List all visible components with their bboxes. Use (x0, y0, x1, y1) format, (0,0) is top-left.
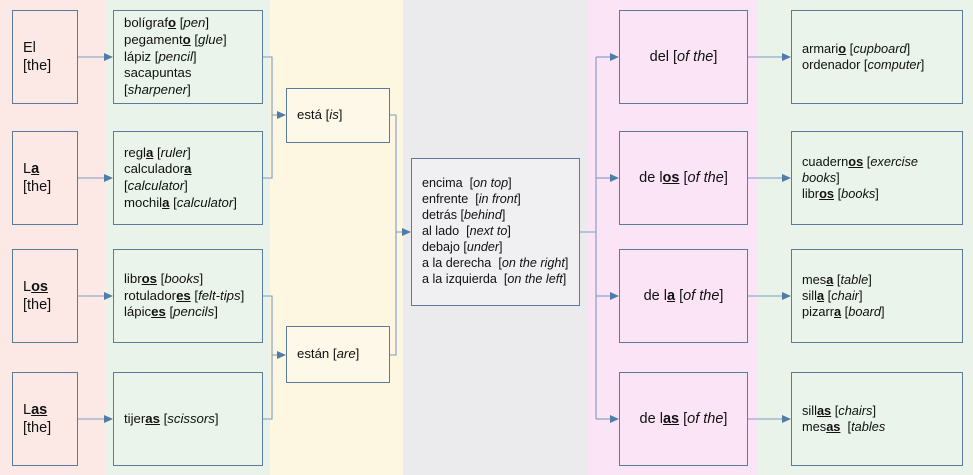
object-box-fem-plural[interactable]: sillas [chairs]mesas [tables (791, 372, 963, 466)
preposition-list: encima [on top]enfrente [in front]detrás… (422, 176, 569, 286)
noun-list-fem-singular: regla [ruler]calculadora [calculator]moc… (124, 144, 237, 210)
article-label-los: Los [the] (23, 278, 52, 313)
object-list-fem-plural: sillas [chairs]mesas [tables (802, 402, 886, 434)
preposition-box[interactable]: encima [on top]enfrente [in front]detrás… (411, 158, 580, 306)
article-box-las[interactable]: Las [the] (12, 372, 78, 466)
object-box-fem-singular[interactable]: mesa [table]silla [chair]pizarra [board] (791, 249, 963, 343)
noun-box-fem-plural[interactable]: tijeras [scissors] (113, 372, 263, 466)
article-label-la: La [the] (23, 160, 52, 195)
contraction-label-del: del [of the] (649, 48, 718, 65)
noun-list-masc-plural: libros [books]rotuladores [felt-tips]láp… (124, 271, 245, 320)
article-box-el[interactable]: El [the] (12, 10, 78, 104)
object-box-masc-plural[interactable]: cuadernos [exercise books]libros [books] (791, 131, 963, 225)
article-box-los[interactable]: Los [the] (12, 249, 78, 343)
noun-box-masc-plural[interactable]: libros [books]rotuladores [felt-tips]láp… (113, 249, 263, 343)
contraction-box-del[interactable]: del [of the] (619, 10, 748, 104)
contraction-label-de-la: de la [of the] (643, 287, 724, 304)
verb-label-estan: están [are] (297, 346, 360, 362)
contraction-label-de-los: de los [of the] (639, 169, 728, 186)
article-label-las: Las [the] (23, 401, 52, 436)
object-list-masc-plural: cuadernos [exercise books]libros [books] (802, 153, 918, 202)
article-label-el: El [the] (23, 39, 52, 74)
verb-label-esta: está [is] (297, 107, 343, 123)
noun-list-masc-singular: bolígrafo [pen]pegamento [glue]lápiz [pe… (124, 15, 227, 97)
object-list-fem-singular: mesa [table]silla [chair]pizarra [board] (802, 271, 885, 320)
noun-box-masc-singular[interactable]: bolígrafo [pen]pegamento [glue]lápiz [pe… (113, 10, 263, 104)
verb-box-estan[interactable]: están [are] (286, 326, 390, 383)
contraction-label-de-las: de las [of the] (639, 410, 728, 427)
band-verbs (270, 0, 403, 475)
noun-box-fem-singular[interactable]: regla [ruler]calculadora [calculator]moc… (113, 131, 263, 225)
article-box-la[interactable]: La [the] (12, 131, 78, 225)
noun-list-fem-plural: tijeras [scissors] (124, 410, 219, 426)
object-list-masc-singular: armario [cupboard]ordenador [computer] (802, 40, 925, 72)
verb-box-esta[interactable]: está [is] (286, 88, 390, 143)
contraction-box-de-los[interactable]: de los [of the] (619, 131, 748, 225)
contraction-box-de-las[interactable]: de las [of the] (619, 372, 748, 466)
object-box-masc-singular[interactable]: armario [cupboard]ordenador [computer] (791, 10, 963, 104)
contraction-box-de-la[interactable]: de la [of the] (619, 249, 748, 343)
